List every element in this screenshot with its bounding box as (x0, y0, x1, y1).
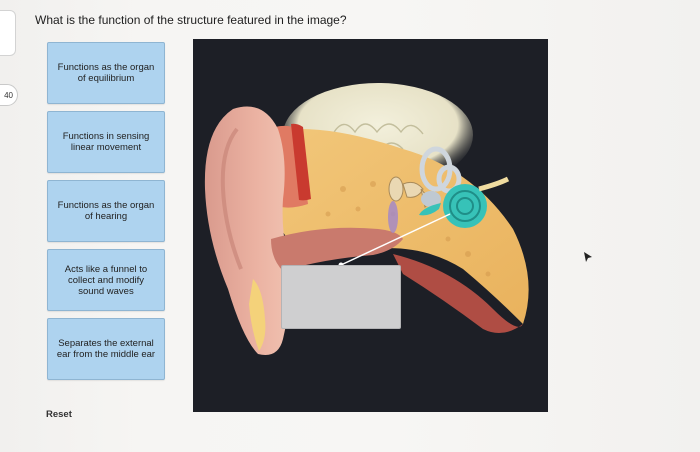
question-text: What is the function of the structure fe… (35, 13, 347, 27)
answer-option-label: Separates the external ear from the midd… (56, 338, 156, 360)
answer-option-funnel[interactable]: Acts like a funnel to collect and modify… (47, 249, 165, 311)
ear-canal (271, 227, 403, 271)
timer-badge: 40 (0, 84, 18, 106)
answer-option-label: Functions as the organ of equilibrium (57, 62, 155, 84)
answer-option-label: Acts like a funnel to collect and modify… (64, 263, 148, 297)
ear-cartilage (249, 279, 266, 351)
reset-button[interactable]: Reset (46, 409, 72, 420)
ear-anatomy-figure (193, 39, 548, 412)
answer-option-label: Functions as the organ of hearing (57, 200, 155, 222)
answer-option-separates-ear[interactable]: Separates the external ear from the midd… (47, 318, 165, 380)
auditory-nerve (478, 176, 510, 192)
sidebar-tab[interactable] (0, 10, 16, 56)
blood-vessel-band (291, 123, 311, 201)
eustachian-tube (393, 254, 523, 333)
mouse-cursor-icon (584, 252, 592, 262)
cochlea (419, 184, 487, 228)
left-rail: 40 (0, 0, 20, 452)
tympanic-membrane (388, 201, 398, 233)
answer-option-hearing[interactable]: Functions as the organ of hearing (47, 180, 165, 242)
auricle (204, 106, 290, 355)
timer-text: 40 (4, 91, 13, 100)
vestibule (421, 191, 441, 207)
auricle-fold (220, 127, 243, 270)
answer-option-equilibrium[interactable]: Functions as the organ of equilibrium (47, 42, 165, 104)
leader-line (340, 213, 451, 266)
ear-anatomy-illustration (204, 83, 529, 355)
answer-dropzone[interactable] (281, 265, 401, 329)
answer-option-linear-movement[interactable]: Functions in sensing linear movement (47, 111, 165, 173)
answer-option-label: Functions in sensing linear movement (62, 131, 150, 153)
